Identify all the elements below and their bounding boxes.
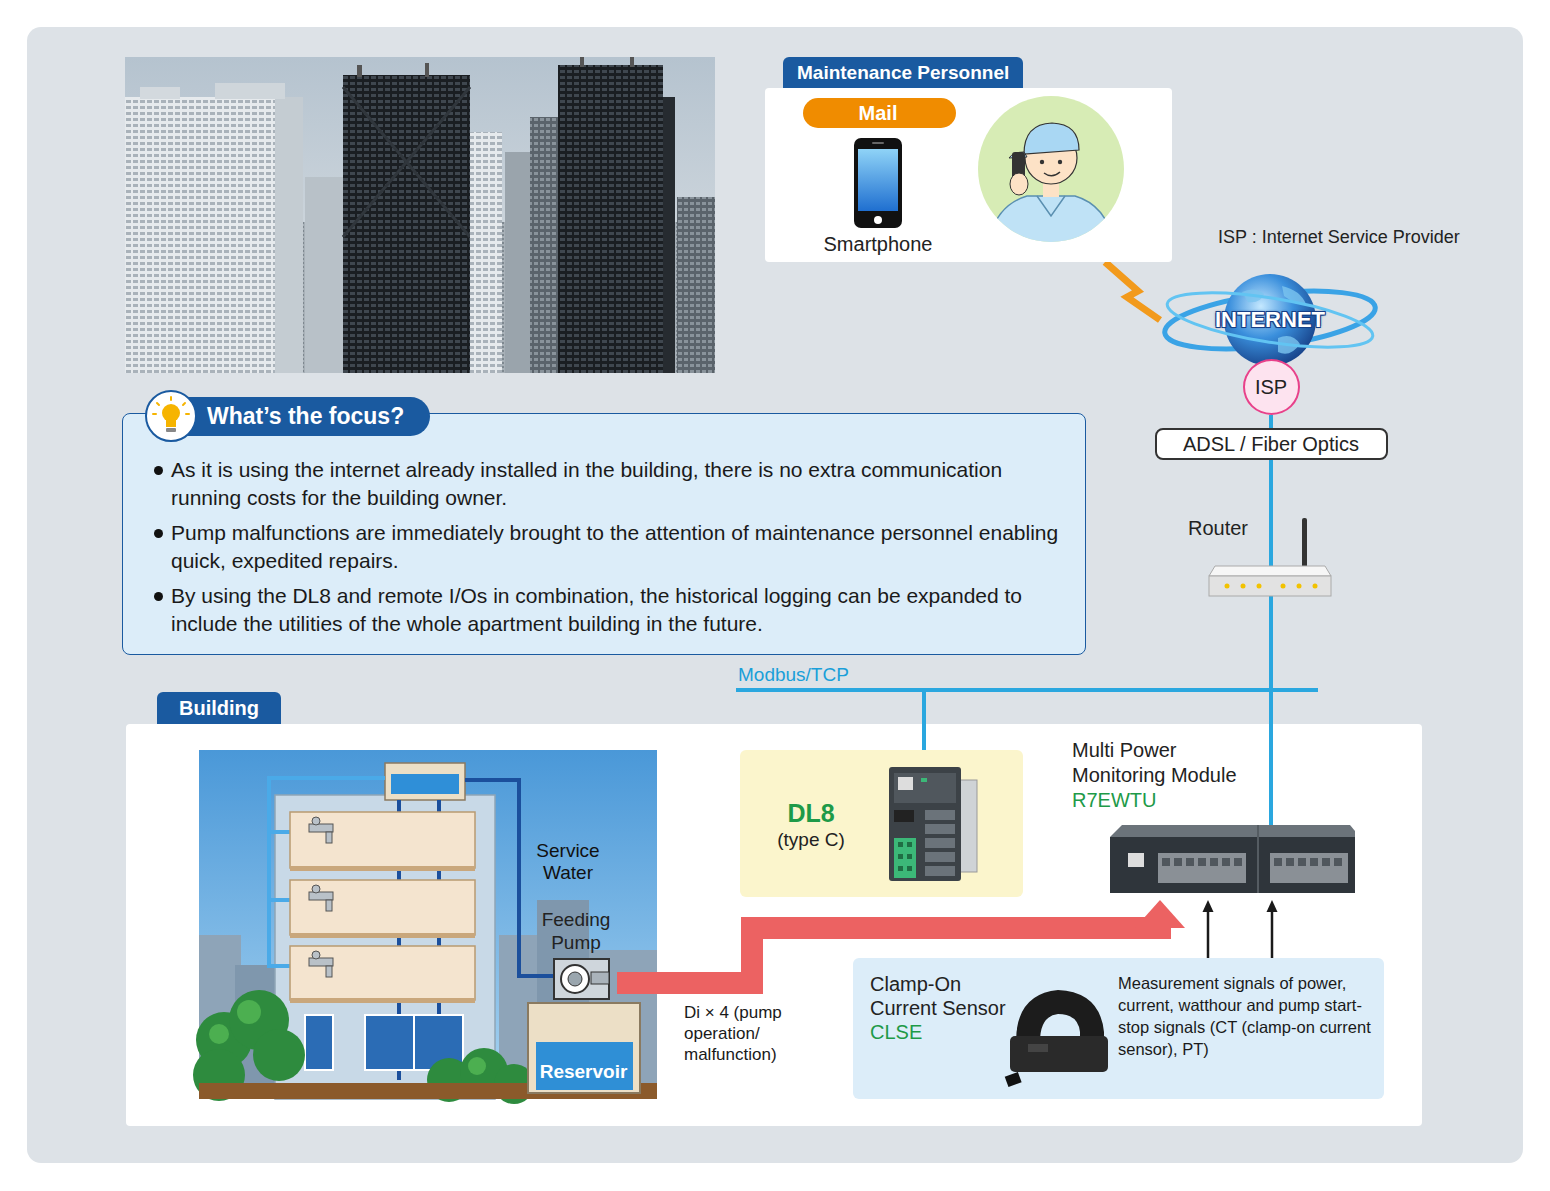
dl8-box: DL8(type C) [740,750,1023,897]
connector [1203,900,1214,958]
bullet-text: As it is using the internet already inst… [171,456,1071,512]
isp-circle: ISP [1243,359,1300,415]
model-name: CLSE [870,1020,1020,1044]
connector [1271,415,1272,428]
model-name: R7EWTU [1072,788,1262,813]
sensor-panel: Clamp-On Current SensorCLSE Measurement s… [853,958,1384,1099]
router-icon: Router [1185,514,1335,600]
icon-label: Router [1188,516,1248,540]
icon-label: Smartphone [818,232,938,256]
phone-symbol [853,137,903,229]
lightbulb-icon [143,388,199,444]
pipe-label: Service Water [528,840,608,884]
bus-line [736,688,926,692]
tank-label: Reservoir [529,1060,638,1083]
internet-globe: INTERNET [1160,268,1383,372]
box-label: ADSL / Fiber Optics [1157,432,1385,456]
module-title: Multi Power Monitoring Module [1072,738,1262,788]
product-name: DL8 [740,798,882,828]
edge-label: Di × 4 (pump operation/ malfunction) [684,1002,834,1065]
skyscraper-photo [125,57,715,373]
arrowhead [1203,900,1214,912]
bullet-dot [154,529,163,538]
maintenance-panel: Maintenance PersonnelMailSmartphone [765,88,1172,262]
circle-label: ISP [1245,375,1297,399]
clamp-sensor [998,980,1113,1090]
pill-label: Mail [803,101,953,125]
edge-label: Modbus/TCP [738,663,849,686]
reservoir-tank: Reservoir [527,1002,641,1094]
bullet-dot [154,592,163,601]
mail-pill: Mail [803,98,956,128]
bus-line [1269,688,1318,692]
bullet-text: By using the DL8 and remote I/Os in comb… [171,582,1071,638]
connector-line [1207,910,1210,958]
sensor-title: Clamp-On Current Sensor [870,972,1020,1020]
panel-tab: Building [157,692,281,724]
module-device [1110,823,1360,897]
signal-note: Measurement signals of power, current, w… [1118,972,1380,1060]
globe-label: INTERNET [1160,307,1380,333]
logger-device [885,762,980,887]
line-type-box: ADSL / Fiber Optics [1155,428,1388,460]
connector-line [1269,415,1273,428]
connector [1105,262,1160,320]
focus-panel: What’s the focus?As it is using the inte… [122,413,1086,655]
abbreviation-note: ISP : Internet Service Provider [1218,226,1460,248]
arrowhead [1135,900,1185,928]
page-ground [27,27,1523,1163]
feeding-pump: Feeding Pump [538,908,617,1002]
pump-label: Feeding Pump [538,908,614,954]
smartphone-icon: Smartphone [818,134,941,259]
connector [1267,900,1278,958]
arrowhead [1267,900,1278,912]
building-panel: BuildingFeeding PumpReservoirDL8(type C)… [126,724,1422,1126]
bullet-dot [154,466,163,475]
connector-line [1269,460,1273,514]
building-panel-ground [126,724,1422,1126]
pump-symbol [553,958,610,1000]
product-type: (type C) [740,828,882,851]
apartment-illustration [193,750,657,1104]
connector [1271,460,1272,514]
connector-line [1105,262,1160,320]
bullet-text: Pump malfunctions are immediately brough… [171,519,1071,575]
panel-heading: What’s the focus? [183,397,430,436]
connector-line [1271,910,1274,958]
power-monitor-module: Multi Power Monitoring ModuleR7EWTU [1068,738,1360,900]
panel-tab: Maintenance Personnel [783,57,1023,88]
